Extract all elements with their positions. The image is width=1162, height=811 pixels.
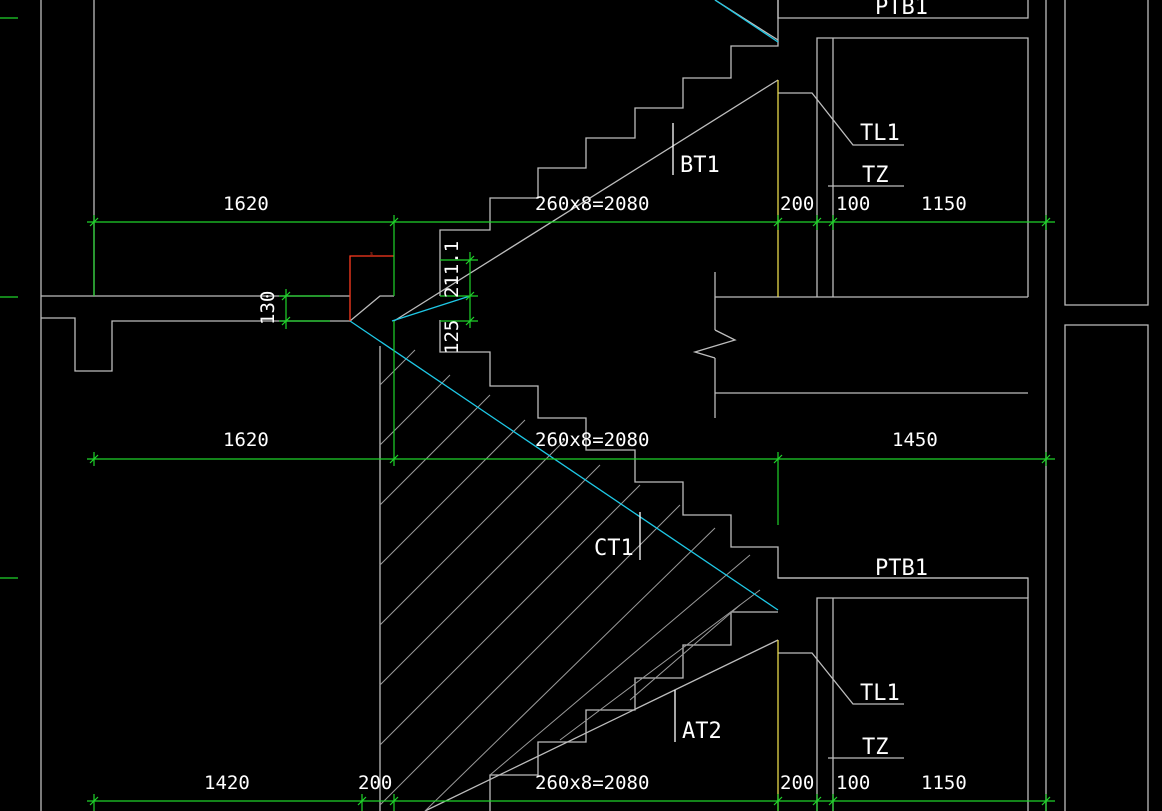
label-tl1-top[interactable]: TL1 bbox=[860, 121, 900, 146]
dimension-row-1: 1620 260x8=2080 200 100 1150 bbox=[223, 193, 967, 215]
dim-100-top: 100 bbox=[836, 193, 870, 215]
label-tz-bottom[interactable]: TZ bbox=[862, 735, 889, 760]
label-tz-top[interactable]: TZ bbox=[862, 163, 889, 188]
dim-100-bottom: 100 bbox=[836, 772, 870, 794]
label-tl1-bottom[interactable]: TL1 bbox=[860, 681, 900, 706]
dim-1420-bottom: 1420 bbox=[204, 772, 250, 794]
label-ptb1-top[interactable]: PTB1 bbox=[875, 0, 928, 20]
dimension-row-2: 1620 260x8=2080 1450 bbox=[223, 429, 938, 451]
dim-1150-bottom: 1150 bbox=[921, 772, 967, 794]
dim-130-vertical: 130 bbox=[257, 291, 279, 325]
dim-125-vertical: 125 bbox=[441, 320, 463, 354]
structure-lines bbox=[40, 0, 1149, 811]
dimension-row-3: 1420 200 260x8=2080 200 100 1150 bbox=[204, 772, 967, 794]
label-at2[interactable]: AT2 bbox=[682, 719, 722, 744]
slope-lines bbox=[349, 0, 779, 611]
dim-2080-top: 260x8=2080 bbox=[535, 193, 649, 215]
dim-2080-mid: 260x8=2080 bbox=[535, 429, 649, 451]
red-marker bbox=[349, 255, 394, 321]
hatch-pattern bbox=[379, 349, 761, 811]
tiny-mark: s bbox=[370, 251, 373, 257]
label-ticks bbox=[639, 123, 676, 742]
dim-211-vertical: 211.1 bbox=[441, 241, 463, 298]
dim-200-bottom: 200 bbox=[780, 772, 814, 794]
component-labels: PTB1 TL1 TZ BT1 CT1 PTB1 TL1 TZ AT2 bbox=[594, 0, 928, 760]
dim-1620-mid: 1620 bbox=[223, 429, 269, 451]
label-ct1[interactable]: CT1 bbox=[594, 536, 634, 561]
dim-200-bottom-left: 200 bbox=[358, 772, 392, 794]
dim-1450-mid: 1450 bbox=[892, 429, 938, 451]
label-bt1[interactable]: BT1 bbox=[680, 153, 720, 178]
dim-200-top: 200 bbox=[780, 193, 814, 215]
label-ptb1-bottom[interactable]: PTB1 bbox=[875, 556, 928, 581]
dim-2080-bottom: 260x8=2080 bbox=[535, 772, 649, 794]
dim-1620-top: 1620 bbox=[223, 193, 269, 215]
dimension-lines bbox=[0, 17, 1055, 811]
dim-1150-top: 1150 bbox=[921, 193, 967, 215]
